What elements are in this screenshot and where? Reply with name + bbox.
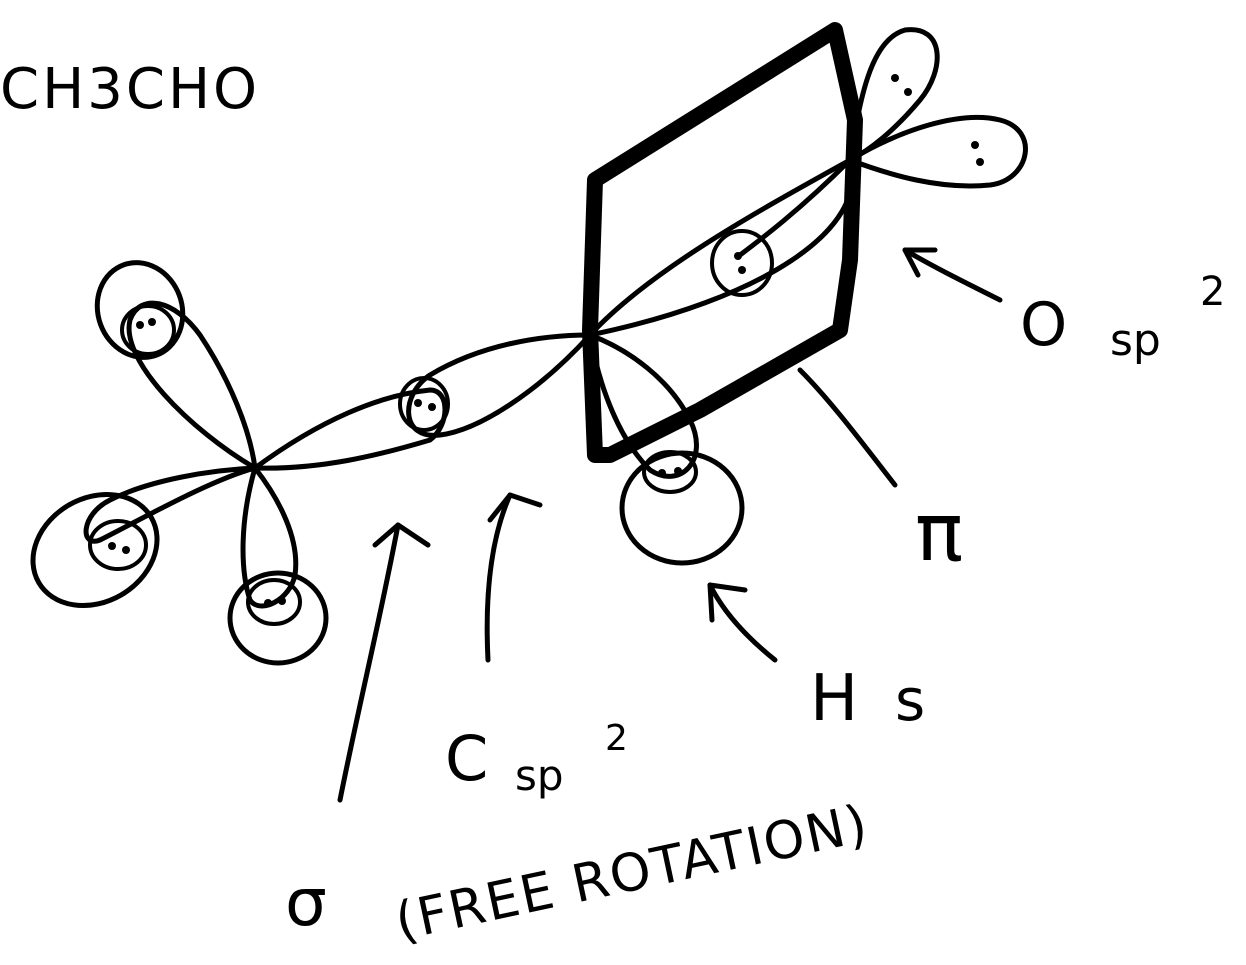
label-c-sp2: C sp 2 [445,718,628,800]
svg-text:σ: σ [285,864,327,941]
sigma-symbol: σ [285,864,327,941]
o-sp2-sup: 2 [1200,269,1225,315]
c-sp2-sup: 2 [605,718,628,759]
svg-text:sp: sp [515,751,564,800]
svg-text:O: O [1020,290,1067,360]
h-s-main: H [810,662,858,736]
label-h-s: H s [810,662,925,736]
label-o-sp2: O sp 2 [1020,269,1225,366]
svg-text:sp: sp [1110,315,1161,366]
methyl-h-orbitals [30,260,329,666]
o-sp2-sub: sp [1110,315,1161,366]
o-sp2-main: O [1020,290,1067,360]
svg-text:2: 2 [1200,269,1225,315]
pi-bond [582,22,863,463]
formula-text: CH3CHO [0,57,260,122]
label-sigma: σ (FREE ROTATION) [285,794,874,953]
aldehyde-h-orbital [619,450,745,566]
c-sp2-main: C [445,722,488,795]
carbonyl-carbon [398,157,855,479]
sigma-note: (FREE ROTATION) [390,794,874,953]
oxygen-atom [710,27,1028,297]
pi-text: π [915,486,963,579]
svg-text:π: π [915,486,963,579]
annotation-arrows [337,247,1003,803]
label-pi: π [915,486,963,579]
h-s-sub: s [895,666,925,734]
svg-text:s: s [895,666,925,734]
svg-text:C: C [445,722,488,795]
svg-text:2: 2 [605,718,628,759]
formula-label: CH3CHO [0,57,260,122]
svg-text:(FREE ROTATION): (FREE ROTATION) [390,794,874,953]
svg-text:H: H [810,662,858,736]
c-sp2-sub: sp [515,751,564,800]
